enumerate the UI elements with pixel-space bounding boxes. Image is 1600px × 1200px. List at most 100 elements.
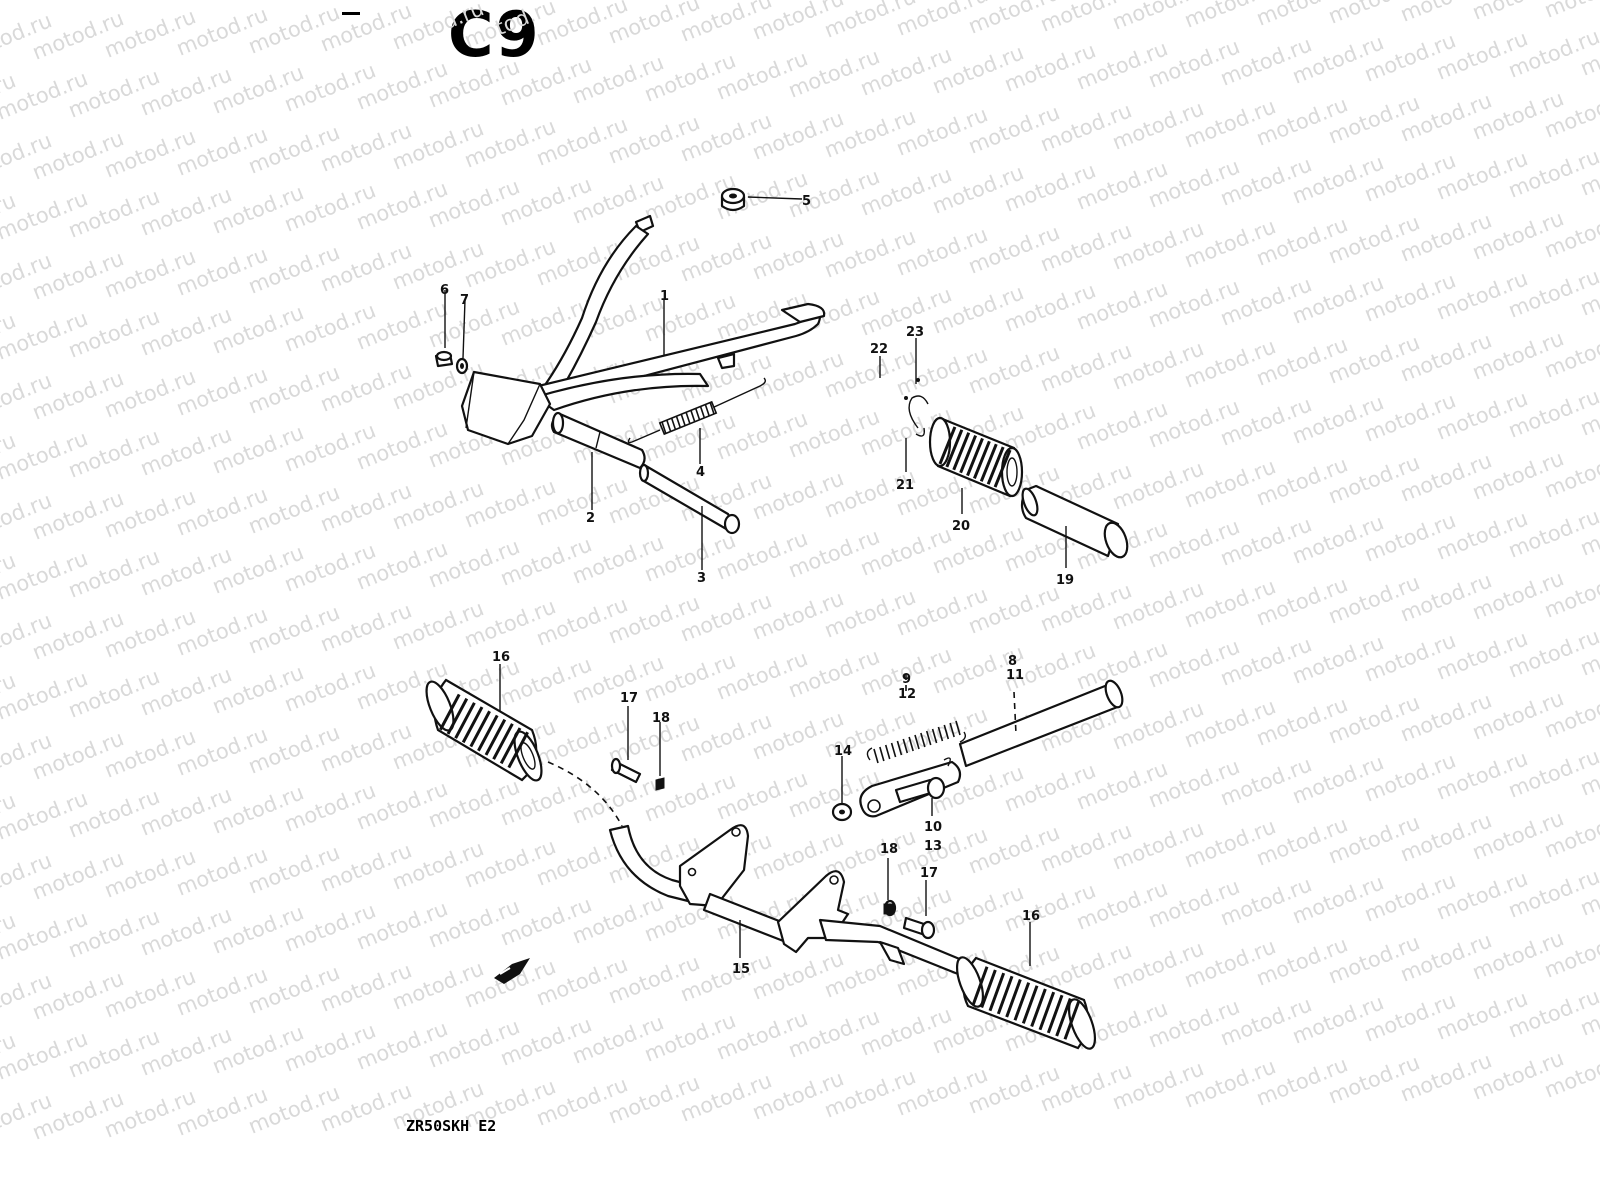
grip-ridge <box>973 440 991 479</box>
grip-ridge <box>469 710 491 748</box>
bolt-17-nut-18-left <box>610 757 665 791</box>
spring-coil <box>666 419 672 433</box>
spring-coil <box>694 407 701 421</box>
callout-13: 13 <box>924 839 942 854</box>
grip-ridge <box>492 723 514 760</box>
callout-6: 6 <box>440 283 449 298</box>
footrest-rubber-upper <box>928 416 1024 498</box>
watermark-text: motod.ru <box>65 0 163 3</box>
diagram-code: C9 <box>448 0 541 71</box>
footrest-bar-part <box>547 761 964 976</box>
spring-coil <box>949 722 955 738</box>
grip-ridge <box>1005 978 1022 1018</box>
callout-9: 9 <box>902 672 911 687</box>
bolt-17-nut-18-right <box>883 899 936 940</box>
callout-7: 7 <box>460 293 469 308</box>
callout-16-right: 16 <box>1022 909 1040 924</box>
footrest-rubber-right <box>955 956 1097 1050</box>
stand-shaft-part <box>638 463 741 535</box>
grip-ridge <box>499 727 522 765</box>
callout-5: 5 <box>802 194 811 209</box>
grip-ridge <box>1063 1001 1081 1040</box>
spring-coil <box>704 403 710 417</box>
spring-coil <box>670 417 677 431</box>
grip-ridge <box>988 972 1006 1012</box>
watermark-text: motod.ru <box>137 0 235 1</box>
grip-ridge <box>477 714 499 752</box>
spring-coil <box>873 748 879 764</box>
callout-20: 20 <box>952 519 970 534</box>
callout-16-left: 16 <box>492 650 510 665</box>
header-dash <box>342 12 360 15</box>
spring-coil <box>943 724 950 740</box>
stand-nut-part <box>720 187 746 212</box>
spring-coil <box>680 413 686 427</box>
grip-ridge <box>1046 994 1064 1034</box>
stand-spring-part <box>627 377 767 444</box>
grip-ridge <box>979 443 998 482</box>
spring-coil <box>884 744 891 760</box>
grip-ridge <box>959 435 977 474</box>
spring-coil <box>925 730 932 746</box>
grip-ridge <box>484 718 507 756</box>
callout-23: 23 <box>906 325 924 340</box>
spring-coil <box>879 746 885 762</box>
spring-coil <box>902 738 909 754</box>
callout-18-left: 18 <box>652 711 670 726</box>
callout-labels: 5 1 6 7 4 2 3 22 23 21 20 19 16 17 18 8 … <box>440 194 1074 977</box>
brake-pedal-linkage <box>831 674 1124 822</box>
grip-ridge <box>446 697 469 735</box>
center-stand-part <box>460 214 826 446</box>
front-direction-arrow-icon <box>494 958 530 984</box>
footrest-rubber-left <box>425 678 543 782</box>
spring-coil <box>955 720 961 736</box>
grip-ridge <box>1013 982 1031 1021</box>
grip-ridge <box>996 975 1014 1015</box>
spring-coil <box>690 409 696 423</box>
callout-15: 15 <box>732 962 750 977</box>
grip-ridge <box>461 706 484 744</box>
callout-22: 22 <box>870 342 888 357</box>
callout-10: 10 <box>924 820 942 835</box>
callout-17-left: 17 <box>620 691 638 706</box>
spring-coil <box>896 740 903 756</box>
spring-coil <box>931 728 938 744</box>
callout-14: 14 <box>834 744 852 759</box>
callout-2: 2 <box>586 511 595 526</box>
callout-21: 21 <box>896 478 914 493</box>
spring-coil <box>709 401 715 415</box>
grip-ridge <box>1030 988 1047 1028</box>
grip-ridge <box>1055 997 1072 1037</box>
watermark-layer: motod.rumotod.rumotod.rumotod.rumotod.ru… <box>0 0 1600 1147</box>
callout-11: 11 <box>1006 668 1024 683</box>
clip-parts-21-22-23 <box>904 378 929 437</box>
grip-ridge <box>945 429 964 468</box>
footrest-pin-part <box>1020 484 1129 559</box>
model-code-label: ZR50SKH E2 <box>406 1117 497 1135</box>
callout-18-right: 18 <box>880 842 898 857</box>
grip-ridge <box>986 446 1005 485</box>
grip-ridge <box>454 702 476 739</box>
grip-ridge <box>1038 991 1056 1031</box>
callout-3: 3 <box>697 571 706 586</box>
spring-coil <box>699 405 706 419</box>
spring-coil <box>685 411 691 425</box>
spring-coil <box>914 734 920 750</box>
callout-19: 19 <box>1056 573 1074 588</box>
grip-ridge <box>966 437 984 477</box>
spring-coil <box>937 726 944 742</box>
bolt-6-washer-7 <box>434 350 469 375</box>
grip-ridge <box>507 731 529 769</box>
callout-1: 1 <box>660 289 669 304</box>
callout-12: 12 <box>898 687 916 702</box>
grip-ridge <box>1021 985 1039 1024</box>
grip-ridge <box>439 693 461 731</box>
spring-coil <box>890 742 897 758</box>
spring-coil <box>920 732 926 748</box>
grip-ridge <box>980 969 997 1009</box>
spring-coil <box>908 736 914 752</box>
grip-ridge <box>971 966 989 1005</box>
callout-8: 8 <box>1008 654 1017 669</box>
